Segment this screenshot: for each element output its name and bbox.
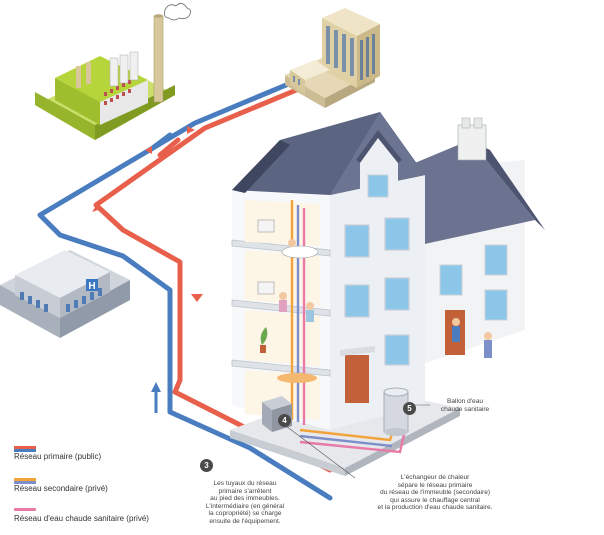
office-building-icon bbox=[285, 8, 380, 108]
callout-4-line: du réseau de l'immeuble (secondaire) bbox=[379, 489, 491, 497]
svg-text:H: H bbox=[88, 281, 95, 292]
smoke-cloud-icon bbox=[164, 3, 191, 21]
callout-3-line: L'intermédiaire (en général bbox=[205, 502, 285, 510]
callout-4-line: qui assure le chauffage central bbox=[390, 496, 480, 504]
callout-4-line: et la production d'eau chaude sanitaire. bbox=[377, 504, 493, 512]
callout-3-line: au pied des immeubles. bbox=[210, 495, 280, 503]
callout-3-text: Les tuyaux du réseau primaire s'arrêtent… bbox=[185, 480, 305, 526]
primary-supply-pipe bbox=[93, 73, 333, 473]
legend-sanitary: Réseau d'eau chaude sanitaire (privé) bbox=[14, 508, 149, 523]
return-arrow bbox=[151, 382, 161, 413]
callout-4-line: L'échangeur de chaleur bbox=[400, 474, 470, 481]
callout-4-text: L'échangeur de chaleur sépare le réseau … bbox=[350, 474, 520, 512]
callout-4-badge: 4 bbox=[278, 414, 291, 427]
legend-sanitary-label: Réseau d'eau chaude sanitaire (privé) bbox=[14, 514, 149, 523]
flow-arrows bbox=[92, 126, 203, 302]
callout-3-line: Les tuyaux du réseau bbox=[213, 480, 277, 487]
legend-primary-label: Réseau primaire (public) bbox=[14, 452, 102, 461]
callout-3-badge: 3 bbox=[200, 459, 213, 472]
interior-details bbox=[257, 219, 492, 383]
legend-secondary-swatch bbox=[14, 478, 36, 484]
factory-icon bbox=[35, 14, 175, 140]
callout-5-badge: 5 bbox=[403, 402, 416, 415]
legend-primary: Réseau primaire (public) bbox=[14, 446, 101, 461]
sanitary-water-pipes bbox=[299, 208, 407, 454]
primary-network-pipes bbox=[37, 67, 333, 501]
callout-3-line: primaire s'arrêtent bbox=[218, 487, 272, 495]
callout-3-line: ensuite de l'équipement. bbox=[209, 517, 281, 525]
legend-sanitary-swatch bbox=[14, 508, 36, 511]
hospital-icon: H bbox=[0, 250, 130, 338]
callout-3-line: la copropriété) se charge bbox=[208, 510, 282, 518]
callout-5-line: chaude sanitaire bbox=[440, 405, 490, 413]
legend-primary-swatch bbox=[14, 446, 36, 452]
callout-4-line: sépare le réseau primaire bbox=[397, 481, 473, 489]
legend-secondary: Réseau secondaire (privé) bbox=[14, 478, 108, 493]
callout-5-text: Ballon d'eau chaude sanitaire bbox=[432, 398, 498, 413]
callout-5-line: Ballon d'eau bbox=[446, 398, 484, 405]
primary-return-pipe bbox=[37, 67, 333, 501]
legend-secondary-label: Réseau secondaire (privé) bbox=[14, 484, 108, 493]
